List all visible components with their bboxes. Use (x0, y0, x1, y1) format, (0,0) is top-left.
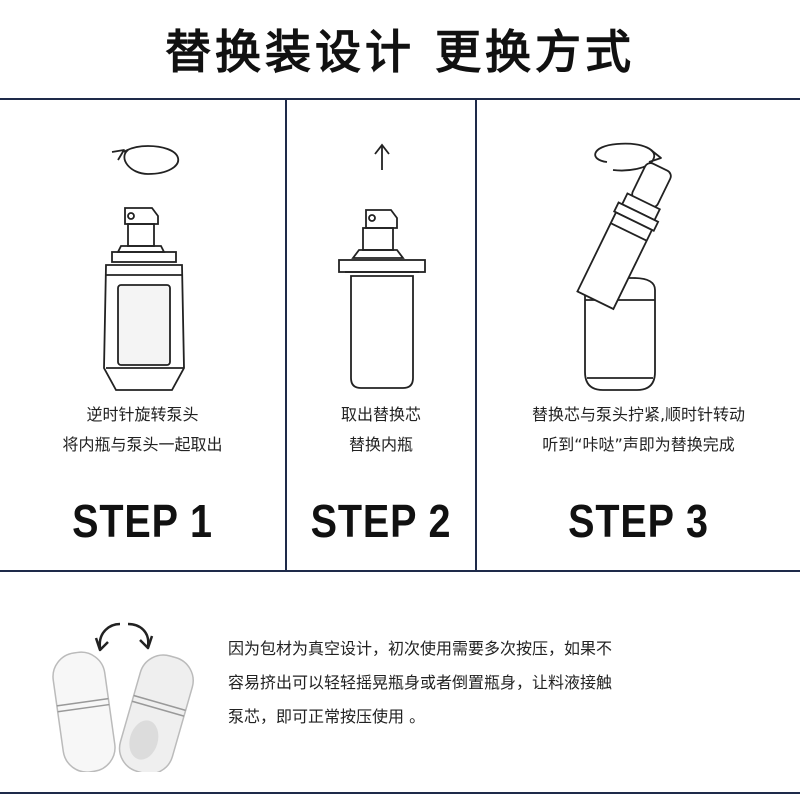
bottle-left (52, 651, 116, 773)
step-3-desc-line1: 替换芯与泵头拧紧,顺时针转动 (531, 405, 746, 424)
step-1-desc-line1: 逆时针旋转泵头 (86, 405, 199, 424)
step-3-label: STEP 3 (568, 495, 709, 547)
shake-illustration (40, 602, 220, 775)
step-2-illustration (287, 100, 475, 400)
step-1: 逆时针旋转泵头 将内瓶与泵头一起取出 STEP 1 (0, 100, 287, 570)
step-3-illustration (477, 100, 800, 400)
shake-drawing (52, 622, 194, 775)
arrow-up-icon (374, 143, 390, 170)
rotate-counterclockwise-icon (111, 145, 180, 175)
tip-line2: 容易挤出可以轻轻摇晃瓶身或者倒置瓶身，让料液接触 (228, 673, 613, 692)
tilted-refill (576, 162, 672, 311)
steps-panel: 逆时针旋转泵头 将内瓶与泵头一起取出 STEP 1 (0, 100, 800, 572)
step-3-desc-line2: 听到“咔哒”声即为替换完成 (542, 435, 735, 454)
page-title: 替换装设计 更换方式 (164, 25, 635, 79)
refill-cartridge (338, 209, 426, 389)
shake-arrows-icon (94, 622, 154, 652)
pump-bottle-assembled (103, 207, 185, 391)
tip-line3: 泵芯，即可正常按压使用 。 (228, 707, 426, 726)
step-1-drawing (103, 145, 185, 391)
step-2-drawing (338, 143, 426, 389)
bottle-right (118, 654, 194, 775)
step-3: 替换芯与泵头拧紧,顺时针转动 听到“咔哒”声即为替换完成 STEP 3 (477, 100, 800, 570)
tip-panel: 因为包材为真空设计，初次使用需要多次按压，如果不 容易挤出可以轻轻摇晃瓶身或者倒… (0, 572, 800, 794)
step-2-description: 取出替换芯 替换内瓶 (341, 400, 421, 460)
step-1-illustration (0, 100, 285, 400)
tip-line1: 因为包材为真空设计，初次使用需要多次按压，如果不 (228, 639, 613, 658)
step-3-description: 替换芯与泵头拧紧,顺时针转动 听到“咔哒”声即为替换完成 (532, 400, 745, 460)
step-1-label: STEP 1 (72, 495, 213, 547)
step-1-desc-line2: 将内瓶与泵头一起取出 (62, 435, 223, 454)
step-2-label: STEP 2 (310, 495, 452, 547)
step-3-drawing (576, 142, 672, 391)
step-1-description: 逆时针旋转泵头 将内瓶与泵头一起取出 (62, 400, 222, 460)
header: 替换装设计 更换方式 (0, 0, 800, 100)
step-2-desc-line2: 替换内瓶 (348, 435, 413, 454)
tip-text: 因为包材为真空设计，初次使用需要多次按压，如果不 容易挤出可以轻轻摇晃瓶身或者倒… (228, 632, 728, 734)
rotate-clockwise-icon (594, 142, 662, 172)
step-2-desc-line1: 取出替换芯 (340, 405, 421, 424)
step-2: 取出替换芯 替换内瓶 STEP 2 (287, 100, 477, 570)
